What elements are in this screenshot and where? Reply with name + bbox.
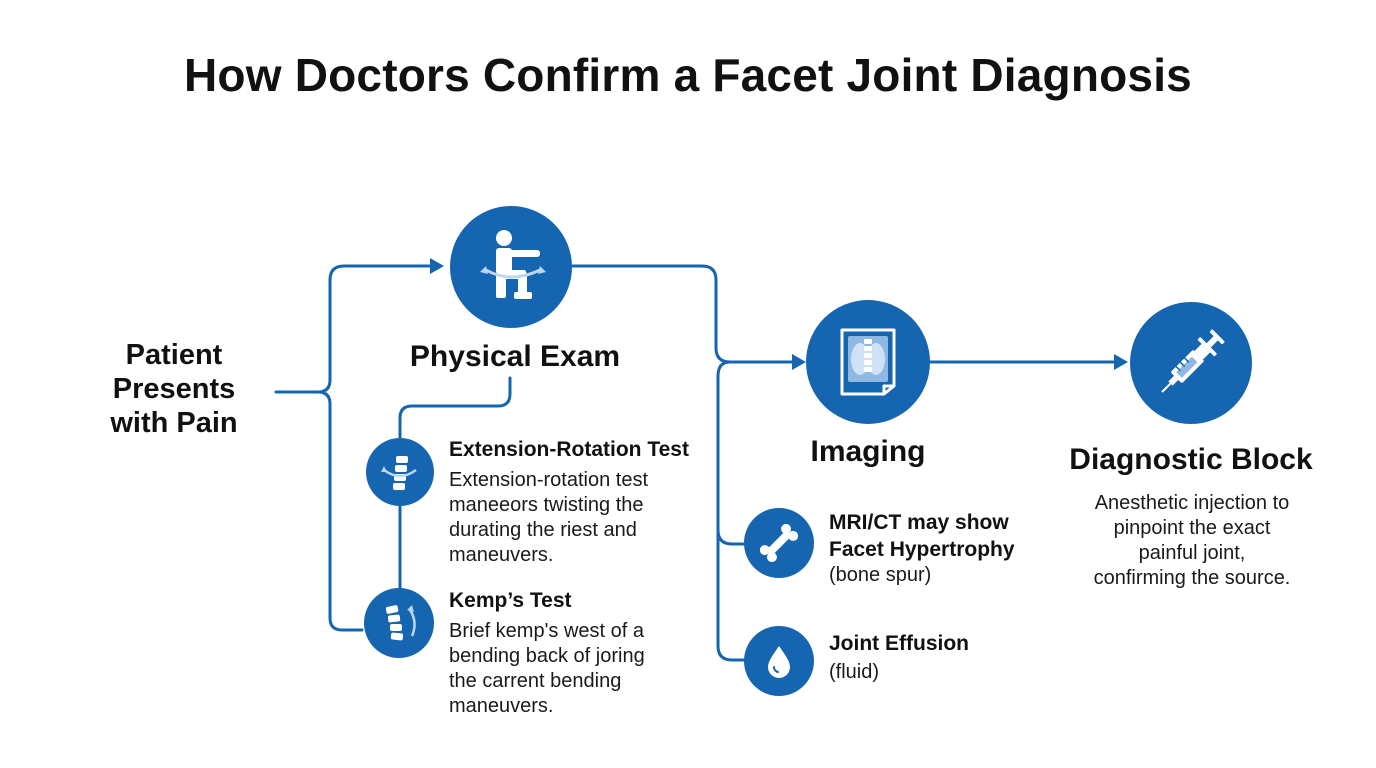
description-line: painful joint,: [1138, 542, 1246, 564]
imaging-label: Imaging: [810, 435, 926, 468]
arrowhead-block: [1114, 354, 1128, 370]
physical-exam-label: Physical Exam: [409, 340, 621, 373]
description-line: maneuvers.: [449, 695, 554, 717]
description-line: confirming the source.: [1093, 567, 1291, 589]
description-line: Brief kemp's west of a: [449, 620, 644, 642]
connector-exam-tests: [398, 376, 512, 442]
diagnostic-block-description: Anesthetic injection to pinpoint the exa…: [1064, 491, 1320, 591]
bone-icon: [759, 523, 799, 563]
facet-hypertrophy-note: (bone spur): [829, 564, 932, 586]
arrowhead-imaging: [792, 354, 806, 370]
start-label: Patient Presents with Pain: [96, 338, 252, 440]
scan-film-icon: [840, 328, 896, 396]
facet-hypertrophy-title: MRI/CT may show Facet Hypertrophy: [829, 509, 1015, 563]
description-line: maneeors twisting the: [449, 494, 644, 516]
joint-effusion-title: Joint Effusion: [829, 632, 969, 655]
page-title: How Doctors Confirm a Facet Joint Diagno…: [184, 49, 1192, 101]
description-line: Extension-rotation test: [449, 469, 648, 491]
start-line: Patient: [125, 339, 223, 371]
description-line: durating the riest and: [449, 519, 637, 541]
description-line: Anesthetic injection to: [1094, 492, 1290, 514]
physical-exam-node: [450, 206, 572, 328]
kemps-test-title: Kemp’s Test: [449, 589, 572, 612]
finding-title-line: MRI/CT may show: [829, 511, 1009, 534]
spine-bend-icon: [385, 605, 416, 641]
description-line: maneuvers.: [449, 544, 554, 566]
person-rotation-icon: [480, 230, 546, 299]
start-line: with Pain: [110, 407, 238, 439]
diagnostic-block-label: Diagnostic Block: [1069, 443, 1313, 476]
arrowhead-exam: [430, 258, 444, 274]
description-line: the carrent bending: [449, 670, 622, 692]
description-line: bending back of joring: [449, 645, 645, 667]
kemps-test-node: [364, 588, 434, 658]
connector-exam-imaging: [566, 264, 802, 364]
start-line: Presents: [112, 373, 236, 405]
facet-hypertrophy-node: [744, 508, 814, 578]
extension-rotation-description: Extension-rotation test maneeors twistin…: [449, 468, 648, 568]
extension-rotation-node: [366, 438, 434, 506]
droplet-icon: [768, 646, 790, 678]
spine-rotation-icon: [381, 456, 417, 490]
connector-imaging-effusion: [716, 528, 750, 662]
kemps-test-description: Brief kemp's west of a bending back of j…: [449, 619, 645, 719]
connector-start-lower: [316, 390, 364, 632]
diagnostic-block-node: [1130, 302, 1252, 424]
joint-effusion-note: (fluid): [829, 661, 880, 683]
connector-imaging-findings: [716, 360, 750, 546]
finding-title-line: Facet Hypertrophy: [829, 538, 1015, 561]
description-line: pinpoint the exact: [1113, 517, 1271, 539]
syringe-icon: [1161, 329, 1225, 393]
extension-rotation-title: Extension-Rotation Test: [449, 438, 689, 461]
imaging-node: [806, 300, 930, 424]
joint-effusion-node: [744, 626, 814, 696]
